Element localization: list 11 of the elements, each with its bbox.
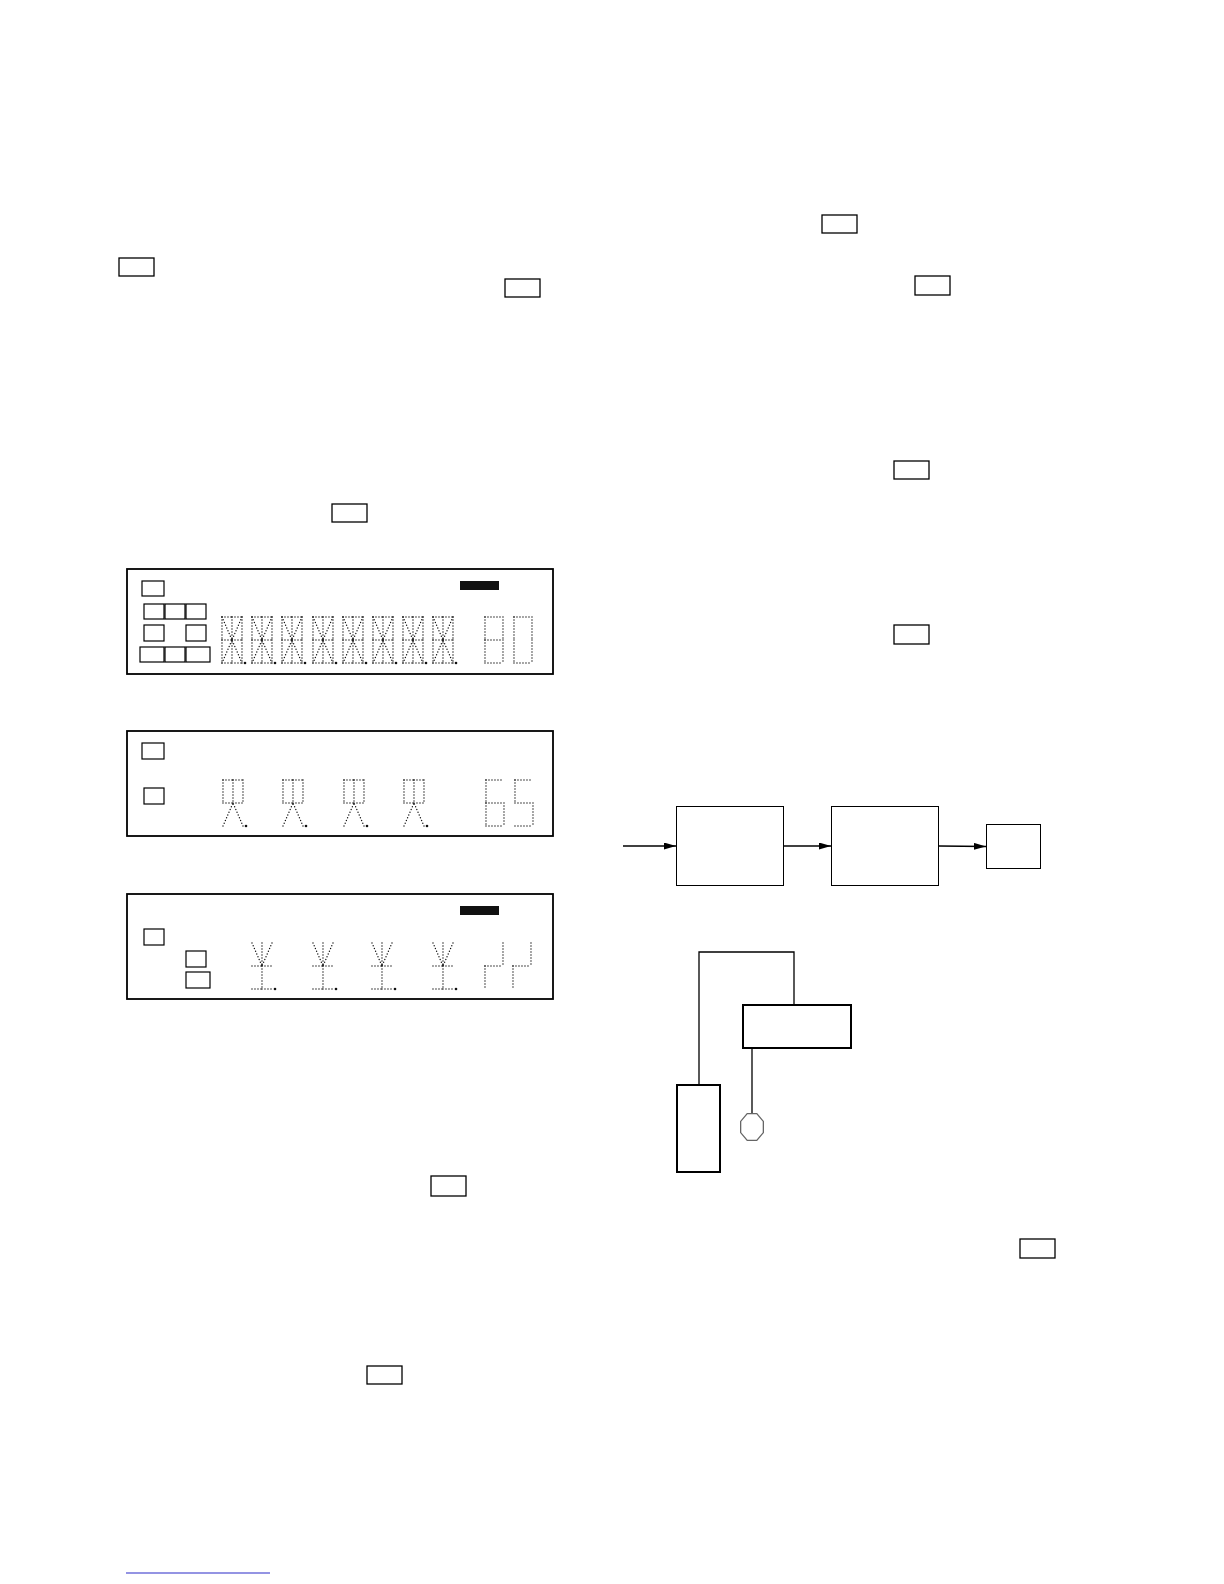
component-box bbox=[676, 1084, 721, 1173]
octagon-symbol bbox=[740, 1113, 764, 1141]
arrow bbox=[622, 842, 677, 850]
arrow bbox=[783, 842, 832, 850]
connector-line bbox=[751, 1048, 753, 1114]
process-box bbox=[986, 824, 1041, 869]
arrow bbox=[938, 842, 987, 850]
component-box bbox=[742, 1004, 852, 1049]
process-box bbox=[676, 806, 784, 886]
process-box bbox=[831, 806, 939, 886]
connector-line bbox=[698, 951, 795, 1085]
